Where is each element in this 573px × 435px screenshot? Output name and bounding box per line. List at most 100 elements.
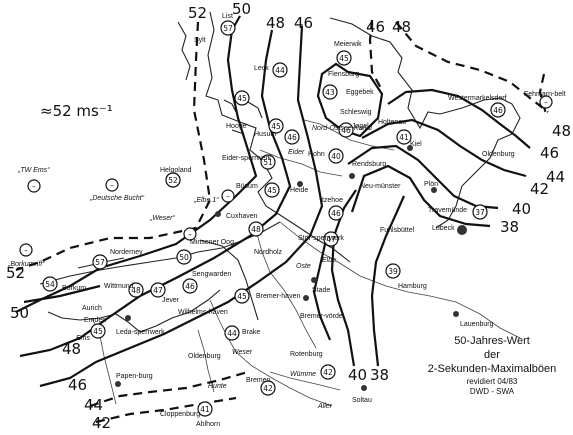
- station-marker: [396, 129, 412, 145]
- isoline: [370, 195, 406, 367]
- station-marker: [328, 148, 344, 164]
- place-label: Ahlhorn: [196, 421, 220, 428]
- station-value: 46: [331, 209, 341, 218]
- station-marker: [220, 20, 236, 36]
- station-marker: [323, 231, 339, 247]
- place-label: Hooge: [226, 123, 247, 130]
- station-value: 57: [223, 24, 233, 33]
- place-label: Lauenburg: [460, 321, 494, 328]
- isoline-label: 44: [546, 168, 565, 186]
- isoline: [347, 144, 499, 210]
- station-value: 48: [131, 286, 141, 295]
- station-marker: [128, 282, 144, 298]
- place-label: Wittmund: [104, 283, 134, 290]
- isoline: [387, 88, 531, 149]
- isoline-label: 48: [392, 18, 411, 36]
- station-value: 41: [399, 133, 409, 142]
- isoline: [361, 118, 527, 178]
- place-label: Helgoland: [160, 167, 192, 174]
- place-label: Husum: [254, 131, 276, 138]
- station-value: 45: [339, 54, 349, 63]
- place-label: Plön: [424, 181, 438, 188]
- isoline-label: 52: [188, 4, 207, 22]
- ship-value: –: [24, 246, 28, 255]
- place-label: Cuxhaven: [226, 213, 258, 220]
- isoline-label: 50: [232, 0, 251, 18]
- isoline-label: 42: [92, 414, 111, 432]
- station-value: 46: [185, 282, 195, 291]
- ship-value: 46: [493, 106, 503, 115]
- station-value: 45: [237, 292, 247, 301]
- place-label: Eggebek: [346, 89, 374, 96]
- isoline-label: 46: [68, 376, 87, 394]
- place-label: Holtenau: [378, 119, 406, 126]
- isoline: [312, 239, 332, 341]
- isoline-label: 46: [540, 144, 559, 162]
- isoline: [19, 29, 292, 358]
- place-label: Jagel: [352, 123, 369, 130]
- station-marker: [260, 380, 276, 396]
- station-value: 43: [325, 88, 335, 97]
- isoline-label: 38: [370, 366, 389, 384]
- place-label: Itzehoe: [320, 197, 343, 204]
- station-marker: [284, 129, 300, 145]
- river-label: Eider: [288, 149, 305, 156]
- station-value: 45: [93, 327, 103, 336]
- river-label: Elbe: [322, 257, 336, 264]
- place-label: Emden: [84, 317, 106, 324]
- dot-markers: [115, 145, 467, 391]
- place-label: Nordholz: [254, 249, 283, 256]
- place-label: Fehmarn-belt: [524, 91, 566, 98]
- isoline-label: 40: [348, 366, 367, 384]
- place-label: Westermarkelsdorf: [448, 95, 507, 102]
- station-value: 47: [326, 235, 336, 244]
- station-value: 54: [45, 280, 55, 289]
- place-label: Meierwik: [334, 41, 362, 48]
- place-label: Schleswig: [340, 109, 372, 116]
- station-dot: [303, 295, 309, 301]
- place-label: Fuhlsbüttel: [380, 227, 415, 234]
- station-marker: [176, 249, 192, 265]
- station-dot: [297, 181, 303, 187]
- station-marker: [234, 288, 250, 304]
- place-label: Jever: [162, 297, 180, 304]
- isoline-label: 48: [266, 14, 285, 32]
- place-label: Cloppenburg: [160, 411, 200, 418]
- ship-marker: [105, 178, 119, 192]
- place-label: Flensburg: [328, 71, 359, 78]
- station-value: 50: [179, 253, 189, 262]
- station-dot: [349, 173, 355, 179]
- station-marker: [328, 205, 344, 221]
- station-value: 52: [168, 176, 178, 185]
- isoline: [368, 19, 383, 91]
- station-marker: [472, 204, 488, 220]
- ship-marker: [221, 189, 235, 203]
- station-marker: [165, 172, 181, 188]
- river-label: Oste: [296, 263, 311, 270]
- isoline: [39, 25, 324, 388]
- station-value: 42: [263, 384, 273, 393]
- river-label: Wümme: [290, 371, 316, 378]
- place-label: Rotenburg: [290, 351, 323, 358]
- isoline: [395, 21, 549, 113]
- river-layer: [91, 119, 521, 407]
- station-dot: [431, 187, 437, 193]
- legend-title-3: 2-Sekunden-Maximalböen: [428, 363, 556, 375]
- place-label: Kiel: [410, 141, 422, 148]
- station-marker: [322, 84, 338, 100]
- ship-value: –: [32, 182, 36, 191]
- station-value: 44: [275, 66, 285, 75]
- isoline-layer: [15, 15, 549, 424]
- station-value: 46: [287, 133, 297, 142]
- station-dot: [215, 211, 221, 217]
- station-marker: [385, 263, 401, 279]
- isoline-label: 52: [6, 264, 25, 282]
- station-marker: [320, 364, 336, 380]
- river-labels: Eider Elbe Oste Ems Weser Hunte Wümme Al…: [76, 125, 372, 410]
- place-label: Aurich: [82, 305, 102, 312]
- station-dot: [407, 145, 413, 151]
- place-label: Heide: [290, 187, 308, 194]
- station-value: 39: [388, 267, 398, 276]
- place-label: Stade: [312, 287, 330, 294]
- isoline-label: 42: [530, 180, 549, 198]
